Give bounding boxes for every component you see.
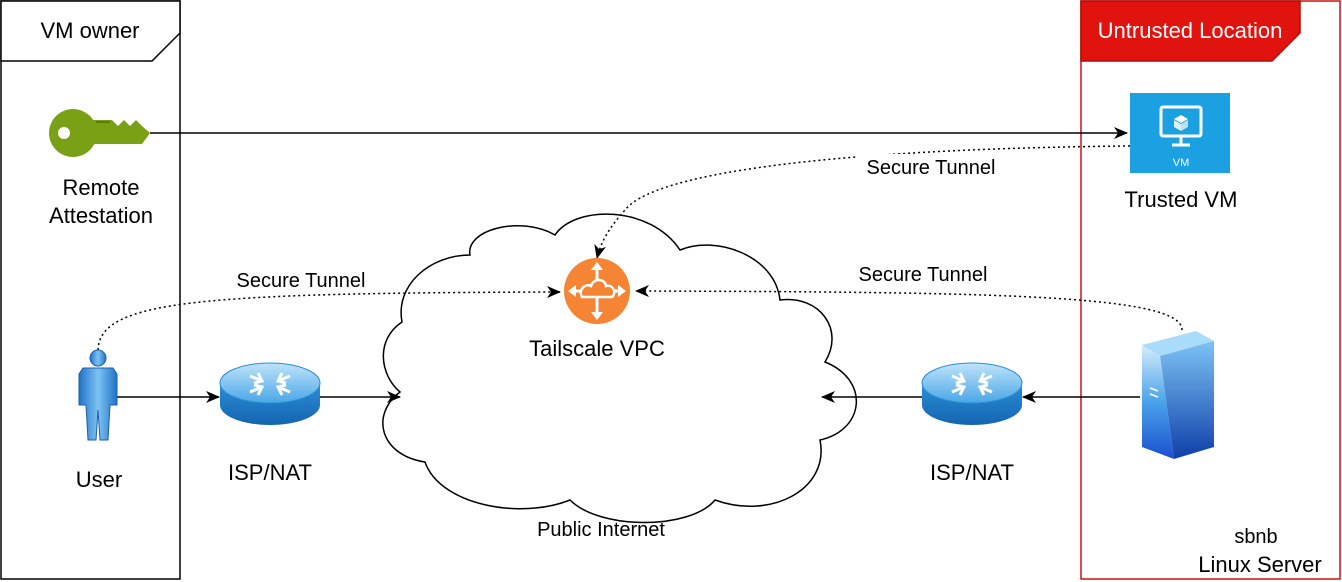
tunnel-vm-label: Secure Tunnel xyxy=(867,157,996,179)
untrusted-zone-title: Untrusted Location xyxy=(1098,18,1283,43)
tunnel-server-label: Secure Tunnel xyxy=(859,264,988,286)
public-internet-cloud: Public Internet xyxy=(382,213,858,541)
edges: Secure Tunnel Secure Tunnel Secure Tunne… xyxy=(97,127,1183,403)
remote-attestation-node: Remote Attestation xyxy=(49,109,153,228)
remote-attestation-label-2: Attestation xyxy=(49,203,153,228)
vm-badge-label: VM xyxy=(1173,157,1190,169)
key-icon xyxy=(49,109,150,157)
remote-attestation-label-1: Remote xyxy=(62,175,139,200)
trusted-vm-label: Trusted VM xyxy=(1125,187,1238,212)
tunnel-server-arrow xyxy=(635,285,1183,331)
isp-right-node: ISP/NAT xyxy=(921,362,1023,485)
server-label-2: Linux Server xyxy=(1198,552,1322,577)
tunnel-server-label-bg xyxy=(850,262,996,286)
tunnel-user-label-bg xyxy=(228,268,374,292)
public-internet-label: Public Internet xyxy=(537,519,665,541)
vpc-router-icon xyxy=(564,258,630,324)
user-icon xyxy=(78,349,118,441)
server-node: sbnb Linux Server xyxy=(1142,331,1322,577)
router-icon xyxy=(921,362,1023,425)
user-label: User xyxy=(76,467,122,492)
cloud-shape xyxy=(382,213,858,524)
untrusted-zone-border xyxy=(1080,0,1341,580)
router-icon xyxy=(219,362,321,425)
tailscale-label: Tailscale VPC xyxy=(529,336,665,361)
tunnel-vm-label-bg xyxy=(858,154,1004,178)
untrusted-zone: Untrusted Location xyxy=(1080,0,1341,580)
owner-zone-border xyxy=(0,0,181,580)
server-icon xyxy=(1142,331,1214,459)
isp-left-node: ISP/NAT xyxy=(219,362,321,485)
isp-right-label: ISP/NAT xyxy=(930,460,1014,485)
tunnel-vm-arrow xyxy=(594,145,1131,259)
isp-left-label: ISP/NAT xyxy=(228,460,312,485)
tailscale-node: Tailscale VPC xyxy=(529,258,665,361)
server-label-1: sbnb xyxy=(1234,526,1277,548)
tunnel-user-arrow xyxy=(97,286,561,351)
tunnel-user-label: Secure Tunnel xyxy=(237,270,366,292)
owner-zone-title: VM owner xyxy=(40,18,139,43)
vm-icon: VM xyxy=(1130,93,1230,173)
owner-zone: VM owner xyxy=(0,0,181,580)
untrusted-zone-tab xyxy=(1080,0,1301,62)
owner-zone-tab xyxy=(0,0,181,62)
user-node: User xyxy=(76,349,122,492)
trusted-vm-node: VM Trusted VM xyxy=(1125,93,1238,212)
